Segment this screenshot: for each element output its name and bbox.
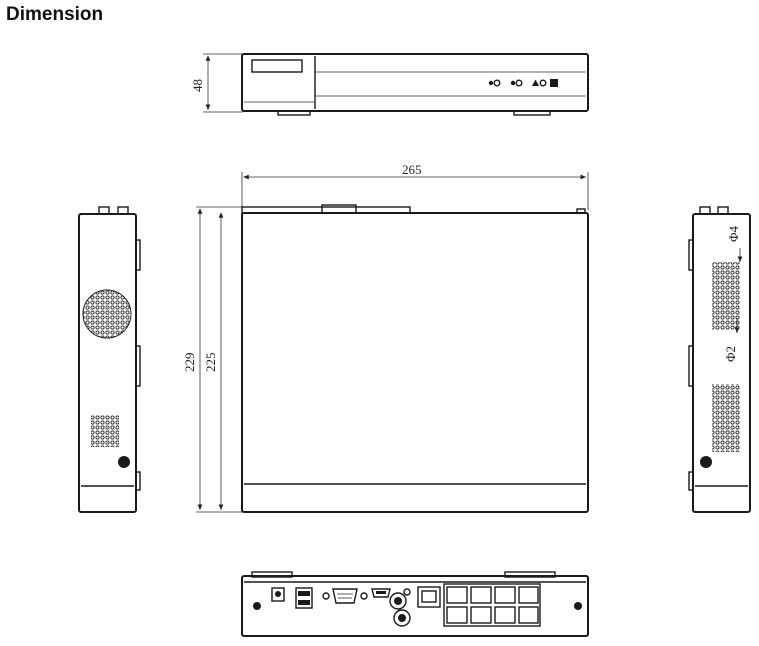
ethernet-port-icon <box>443 583 541 627</box>
led-indicator-icon <box>488 79 558 87</box>
width-dimension-label: 265 <box>402 162 422 177</box>
ethernet-port-icon <box>417 586 441 608</box>
page-title: Dimension <box>6 4 104 25</box>
vent-grille-icon <box>712 262 740 452</box>
height-dimension-label: 48 <box>190 79 205 92</box>
front-view: 48 <box>190 53 589 116</box>
right-side-view: Φ4 Φ2 <box>688 206 751 513</box>
hdmi-port-icon <box>371 588 391 598</box>
vga-port-icon <box>322 588 368 604</box>
small-hole-label: Φ2 <box>723 346 738 362</box>
rear-view <box>241 571 589 637</box>
top-view: 265 229 225 <box>182 162 589 513</box>
vent-grille-icon <box>82 289 132 447</box>
left-side-view <box>78 206 141 513</box>
usb-port-icon <box>295 587 313 609</box>
audio-jack-icon <box>389 588 411 627</box>
outer-depth-dimension-label: 229 <box>182 353 197 373</box>
inner-depth-dimension-label: 225 <box>203 353 218 373</box>
large-hole-label: Φ4 <box>726 225 741 242</box>
power-jack-icon <box>271 587 285 602</box>
